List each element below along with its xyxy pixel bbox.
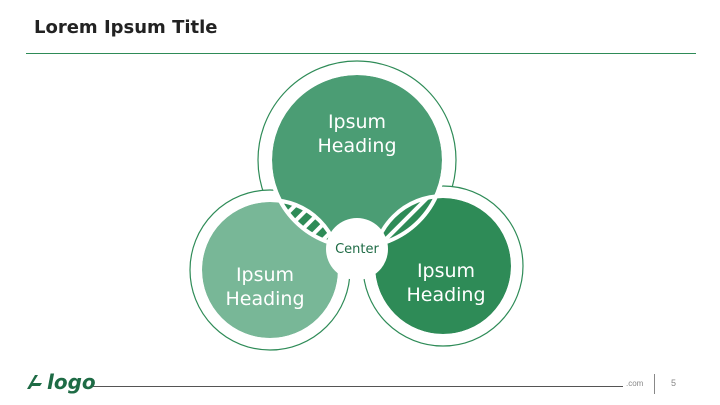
footer-divider-line	[93, 386, 623, 387]
top-circle-label-line1: Ipsum	[328, 111, 386, 133]
footer-url: .com	[626, 379, 644, 388]
center-label: Center	[335, 242, 379, 257]
footer-logo: logo	[26, 372, 96, 392]
page-number: 5	[671, 378, 677, 388]
logo-plane-icon	[27, 375, 42, 389]
right-circle-label-line2: Heading	[406, 284, 485, 306]
logo-text: logo	[47, 370, 96, 394]
slide-title: Lorem Ipsum Title	[34, 17, 218, 38]
top-circle-label-line2: Heading	[317, 135, 396, 157]
right-circle-label-line1: Ipsum	[417, 260, 475, 282]
left-circle-label-line1: Ipsum	[236, 264, 294, 286]
title-divider	[26, 53, 696, 54]
left-circle-label-line2: Heading	[225, 288, 304, 310]
center-circle	[326, 218, 388, 280]
footer-vertical-divider	[654, 374, 655, 394]
